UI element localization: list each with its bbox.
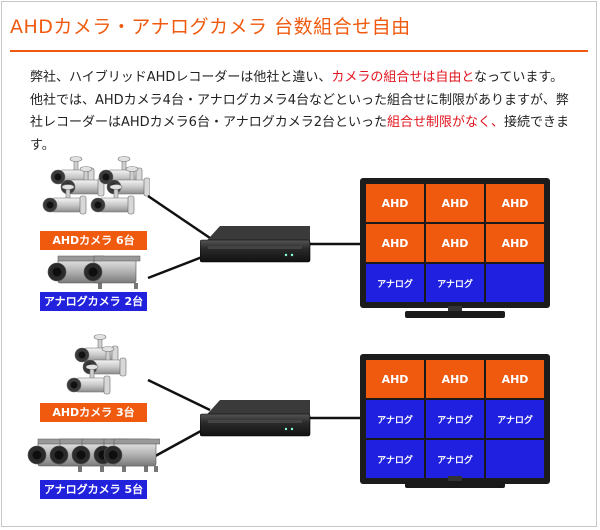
analog-channel-tile: アナログ bbox=[486, 400, 544, 438]
description-highlight-1: カメラの組合せは自由と bbox=[331, 70, 475, 85]
analog-channel-tile: アナログ bbox=[426, 264, 484, 302]
dvr-recorder-icon bbox=[200, 226, 311, 263]
monitor-stand-2 bbox=[405, 476, 505, 488]
ahd-channel-tile: AHD bbox=[426, 360, 484, 398]
ahd-channel-tile: AHD bbox=[486, 184, 544, 222]
analog-cameras-group-2 bbox=[27, 438, 160, 473]
analog-camera-count-label: アナログカメラ 5台 bbox=[40, 480, 147, 499]
ahd-channel-tile: AHD bbox=[486, 360, 544, 398]
ahd-channel-tile: AHD bbox=[366, 360, 424, 398]
analog-channel-tile: アナログ bbox=[366, 440, 424, 478]
ahd-camera-count-label: AHDカメラ 3台 bbox=[40, 403, 147, 422]
analog-camera-count-label: アナログカメラ 2台 bbox=[40, 292, 147, 311]
description-highlight-2: 組合せ制限がなく、 bbox=[386, 115, 504, 130]
title-divider bbox=[10, 50, 588, 52]
ahd-channel-tile: AHD bbox=[426, 224, 484, 262]
description-text: 弊社、ハイブリッドAHDレコーダーは他社と違い、カメラの組合せは自由となっていま… bbox=[30, 67, 575, 157]
description-part-3: 接続できます。 bbox=[30, 115, 569, 153]
monitor-stand-1 bbox=[405, 306, 505, 318]
empty-channel-tile bbox=[486, 440, 544, 478]
ahd-cameras-group-2 bbox=[66, 334, 127, 395]
analog-channel-tile: アナログ bbox=[366, 264, 424, 302]
analog-channel-tile: アナログ bbox=[366, 400, 424, 438]
ahd-channel-tile: AHD bbox=[426, 184, 484, 222]
ahd-channel-tile: AHD bbox=[366, 224, 424, 262]
description-part-2: なっています。他社では、AHDカメラ4台・アナログカメラ4台などといった組合せに… bbox=[30, 70, 569, 130]
ahd-channel-tile: AHD bbox=[366, 184, 424, 222]
analog-channel-tile: アナログ bbox=[426, 440, 484, 478]
description-part-1: 弊社、ハイブリッドAHDレコーダーは他社と違い、 bbox=[30, 70, 332, 85]
ahd-camera-count-label: AHDカメラ 6台 bbox=[40, 231, 147, 250]
dvr-recorder-icon bbox=[200, 400, 311, 437]
analog-channel-tile: アナログ bbox=[426, 400, 484, 438]
ahd-channel-tile: AHD bbox=[486, 224, 544, 262]
page-title: AHDカメラ・アナログカメラ 台数組合せ自由 bbox=[10, 16, 411, 38]
empty-channel-tile bbox=[486, 264, 544, 302]
